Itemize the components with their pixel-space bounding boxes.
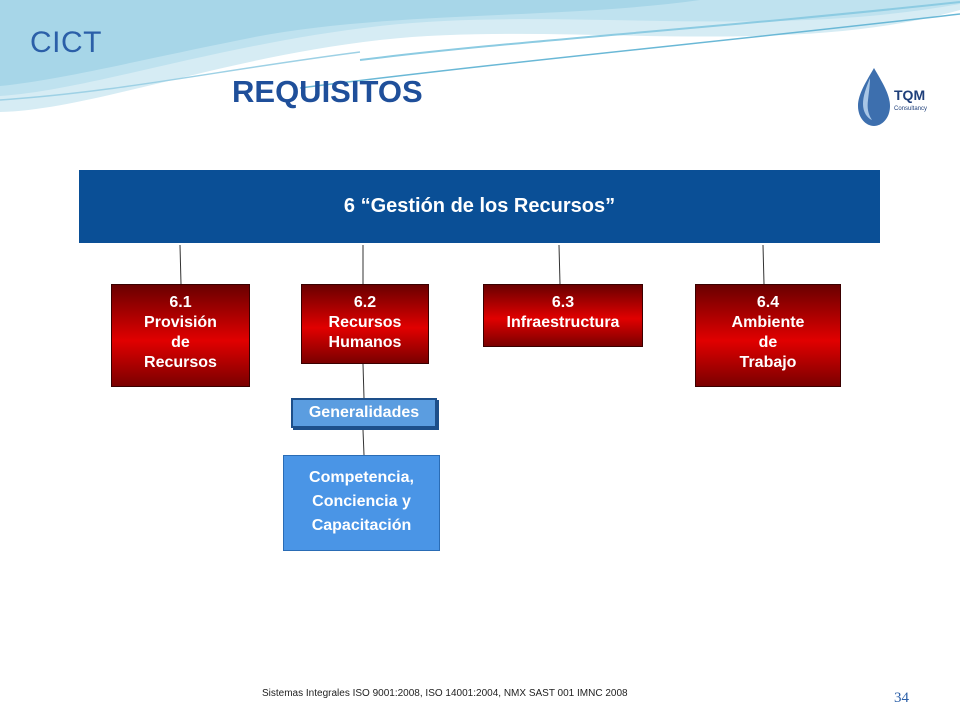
box-line: Trabajo: [739, 354, 797, 371]
svg-text:TQM: TQM: [894, 87, 925, 103]
box-line: Infraestructura: [506, 314, 620, 331]
page-number: 34: [894, 690, 909, 706]
generalidades-box: Generalidades: [291, 398, 437, 428]
competencia-box: Competencia, Conciencia y Capacitación: [283, 455, 440, 551]
box-line: Provisión: [144, 314, 217, 331]
brand-label: CICT: [30, 26, 102, 59]
box-line: de: [758, 334, 778, 351]
box-6-2-recursos-humanos: 6.2 Recursos Humanos: [301, 284, 429, 364]
box-6-4-ambiente-de-trabajo: 6.4 Ambiente de Trabajo: [695, 284, 841, 387]
header-waves-decoration: [0, 0, 960, 112]
box-line: 6.2: [353, 294, 377, 311]
footer-text: Sistemas Integrales ISO 9001:2008, ISO 1…: [262, 688, 628, 699]
box-line: Conciencia y: [312, 493, 411, 510]
box-line: 6.1: [169, 294, 192, 311]
box-6-1-provision-de-recursos: 6.1 Provisión de Recursos: [111, 284, 250, 387]
box-line: 6.4: [756, 294, 780, 311]
svg-text:Consultancy: Consultancy: [894, 106, 927, 112]
box-line: 6.3: [551, 294, 575, 311]
box-line: Recursos: [328, 314, 402, 331]
box-line: Recursos: [144, 354, 217, 371]
box-6-3-infraestructura: 6.3 Infraestructura: [483, 284, 643, 347]
box-line: Competencia,: [309, 469, 414, 486]
box-line: Ambiente: [731, 314, 805, 331]
page-title: REQUISITOS: [232, 74, 423, 109]
resource-management-header: 6 “Gestión de los Recursos”: [79, 170, 880, 243]
box-line: Humanos: [328, 334, 402, 351]
box-line: de: [171, 334, 190, 351]
tqm-logo: TQM Consultancy: [850, 64, 936, 128]
box-line: Capacitación: [311, 517, 412, 534]
